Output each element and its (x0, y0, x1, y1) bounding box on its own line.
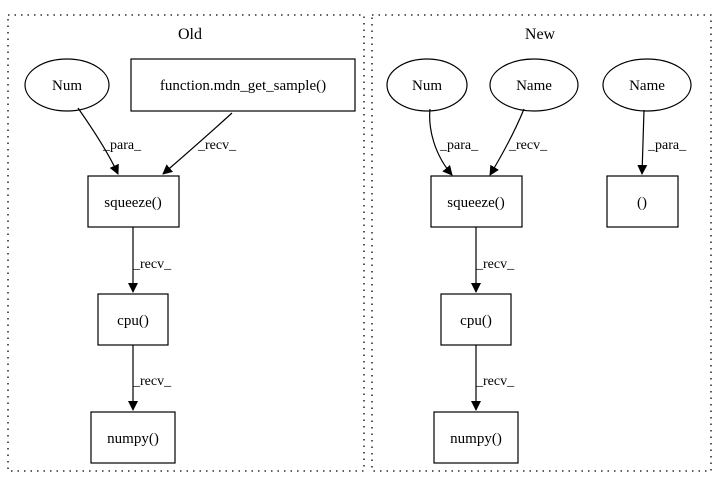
cluster-new: New _para_ _recv_ _para_ _recv_ _recv_ N… (371, 14, 712, 472)
node-new-name-2: Name (602, 58, 692, 112)
node-label: cpu() (460, 313, 492, 329)
node-new-squeeze: squeeze() (430, 175, 523, 228)
node-label: Num (412, 78, 442, 94)
node-label: function.mdn_get_sample() (160, 78, 326, 94)
node-old-numpy: numpy() (90, 411, 176, 464)
edge-new-name1-squeeze: _recv_ (489, 108, 548, 176)
edge-label: _recv_ (508, 138, 548, 153)
node-new-num: Num (386, 58, 468, 112)
node-label: Num (52, 78, 82, 94)
node-label: Name (629, 78, 665, 94)
edge-new-num-squeeze: _para_ (429, 108, 479, 176)
edge-new-cpu-numpy: _recv_ (471, 345, 515, 411)
edge-label: _recv_ (132, 257, 172, 272)
edge-old-func-squeeze: _recv_ (162, 112, 237, 175)
edge-label: _para_ (647, 138, 687, 153)
edge-label: _recv_ (197, 138, 237, 153)
node-new-paren: () (606, 175, 679, 228)
edge-old-num-squeeze: _para_ (77, 107, 142, 175)
node-old-squeeze: squeeze() (87, 175, 180, 228)
cluster-old: Old _para_ _recv_ _recv_ _recv_ Num func… (7, 14, 365, 472)
node-old-num: Num (24, 58, 110, 112)
cluster-new-border (371, 14, 712, 472)
edge-new-name2-paren: _para_ (637, 109, 687, 175)
edge-label: _para_ (102, 138, 142, 153)
node-new-name-1: Name (489, 58, 579, 112)
node-label: Name (516, 78, 552, 94)
node-label: numpy() (450, 431, 502, 447)
cluster-new-label: New (525, 26, 556, 43)
cluster-old-label: Old (178, 26, 202, 43)
edge-old-squeeze-cpu: _recv_ (128, 227, 172, 293)
node-old-cpu: cpu() (97, 293, 169, 346)
node-label: numpy() (107, 431, 159, 447)
edge-label: _recv_ (132, 374, 172, 389)
node-label: cpu() (117, 313, 149, 329)
node-label: squeeze() (104, 195, 161, 211)
node-new-cpu: cpu() (440, 293, 512, 346)
node-new-numpy: numpy() (433, 411, 519, 464)
edge-label: _recv_ (475, 257, 515, 272)
edge-new-squeeze-cpu: _recv_ (471, 227, 515, 293)
edge-old-cpu-numpy: _recv_ (128, 345, 172, 411)
node-old-function: function.mdn_get_sample() (130, 58, 356, 112)
node-label: () (637, 195, 647, 211)
edge-label: _para_ (439, 138, 479, 153)
edge-label: _recv_ (475, 374, 515, 389)
node-label: squeeze() (447, 195, 504, 211)
